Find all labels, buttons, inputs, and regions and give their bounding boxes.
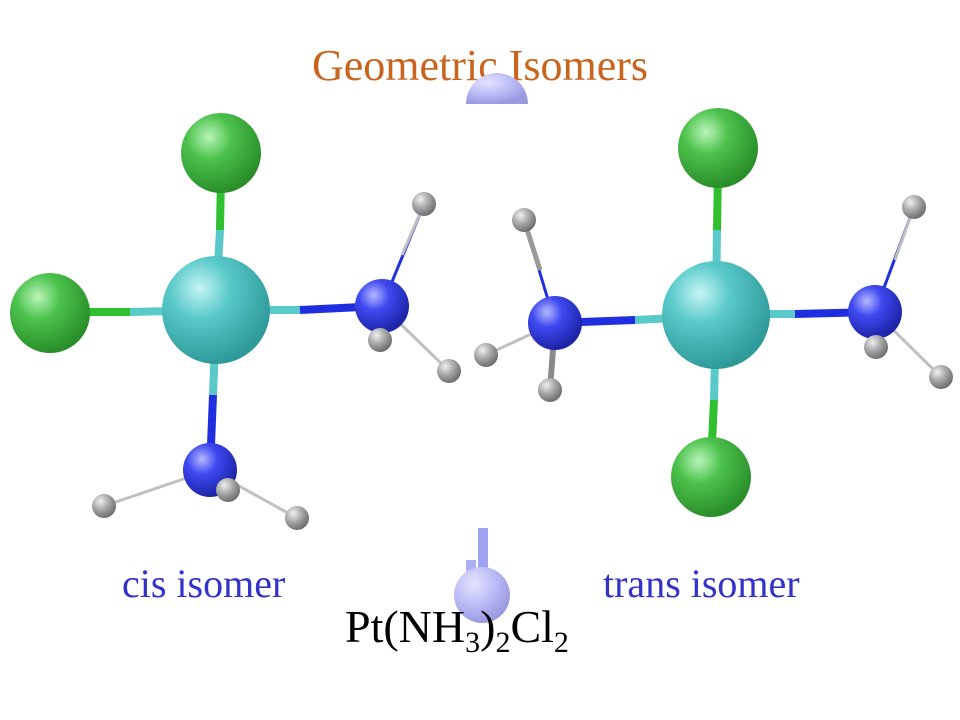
cis-molecule (10, 113, 461, 530)
formula-subscript: 2 (495, 626, 511, 659)
faded-top-nitrogen (466, 73, 528, 104)
trans-hydrogen (864, 335, 888, 359)
trans-platinum (662, 261, 770, 369)
trans-isomer-label: trans isomer (603, 561, 800, 606)
formula-part: Cl (510, 601, 554, 652)
trans-hydrogen (538, 378, 562, 402)
formula-part: Pt(NH (345, 601, 466, 652)
trans-hydrogen (902, 195, 926, 219)
cis-hydrogen (285, 506, 309, 530)
cis-hydrogen (216, 478, 240, 502)
formula-subscript: 2 (553, 626, 569, 659)
cis-chlorine-left (10, 273, 90, 353)
faded-bottom-nitrogen (454, 528, 510, 623)
cis-hydrogen (412, 192, 436, 216)
chemical-formula: Pt(NH3)2Cl2 (345, 600, 569, 660)
cis-hydrogen (437, 359, 461, 383)
cis-hydrogen (92, 494, 116, 518)
formula-part: ) (480, 601, 496, 652)
trans-chlorine-bottom (671, 437, 751, 517)
trans-molecule (474, 108, 953, 517)
cis-nitrogen-right (355, 279, 409, 333)
trans-nitrogen-right (848, 285, 902, 339)
trans-chlorine-top (678, 108, 758, 188)
cis-hydrogen (368, 328, 392, 352)
cis-platinum (162, 256, 270, 364)
trans-hydrogen (474, 343, 498, 367)
trans-hydrogen (512, 208, 536, 232)
formula-subscript: 3 (465, 626, 481, 659)
cis-chlorine-top (181, 113, 261, 193)
cis-isomer-label: cis isomer (122, 561, 286, 606)
trans-hydrogen (929, 365, 953, 389)
trans-nitrogen-left (528, 296, 582, 350)
